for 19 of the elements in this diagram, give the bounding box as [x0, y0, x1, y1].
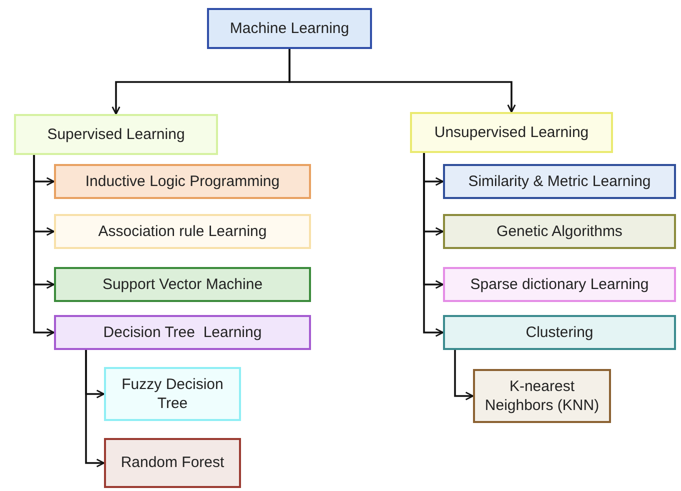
category-box: Genetic Algorithms: [443, 214, 676, 249]
category-box: Support Vector Machine: [54, 267, 311, 302]
connector-arrow: [85, 350, 105, 468]
category-box: Random Forest: [104, 438, 241, 488]
category-box: Machine Learning: [207, 8, 372, 49]
category-box: K-nearest Neighbors (KNN): [473, 369, 611, 423]
category-box: Decision Tree Learning: [54, 315, 311, 350]
connector-arrow: [288, 49, 516, 113]
category-box: Similarity & Metric Learning: [443, 164, 676, 199]
connector-arrow: [33, 155, 55, 337]
category-box: Supervised Learning: [14, 114, 218, 155]
category-box: Inductive Logic Programming: [54, 164, 311, 199]
connector-arrow: [423, 153, 444, 337]
category-box: Sparse dictionary Learning: [443, 267, 676, 302]
category-box: Clustering: [443, 315, 676, 350]
connector-arrow: [454, 350, 474, 400]
category-box: Association rule Learning: [54, 214, 311, 249]
category-box: Unsupervised Learning: [410, 112, 613, 153]
category-box: Fuzzy Decision Tree: [104, 367, 241, 421]
